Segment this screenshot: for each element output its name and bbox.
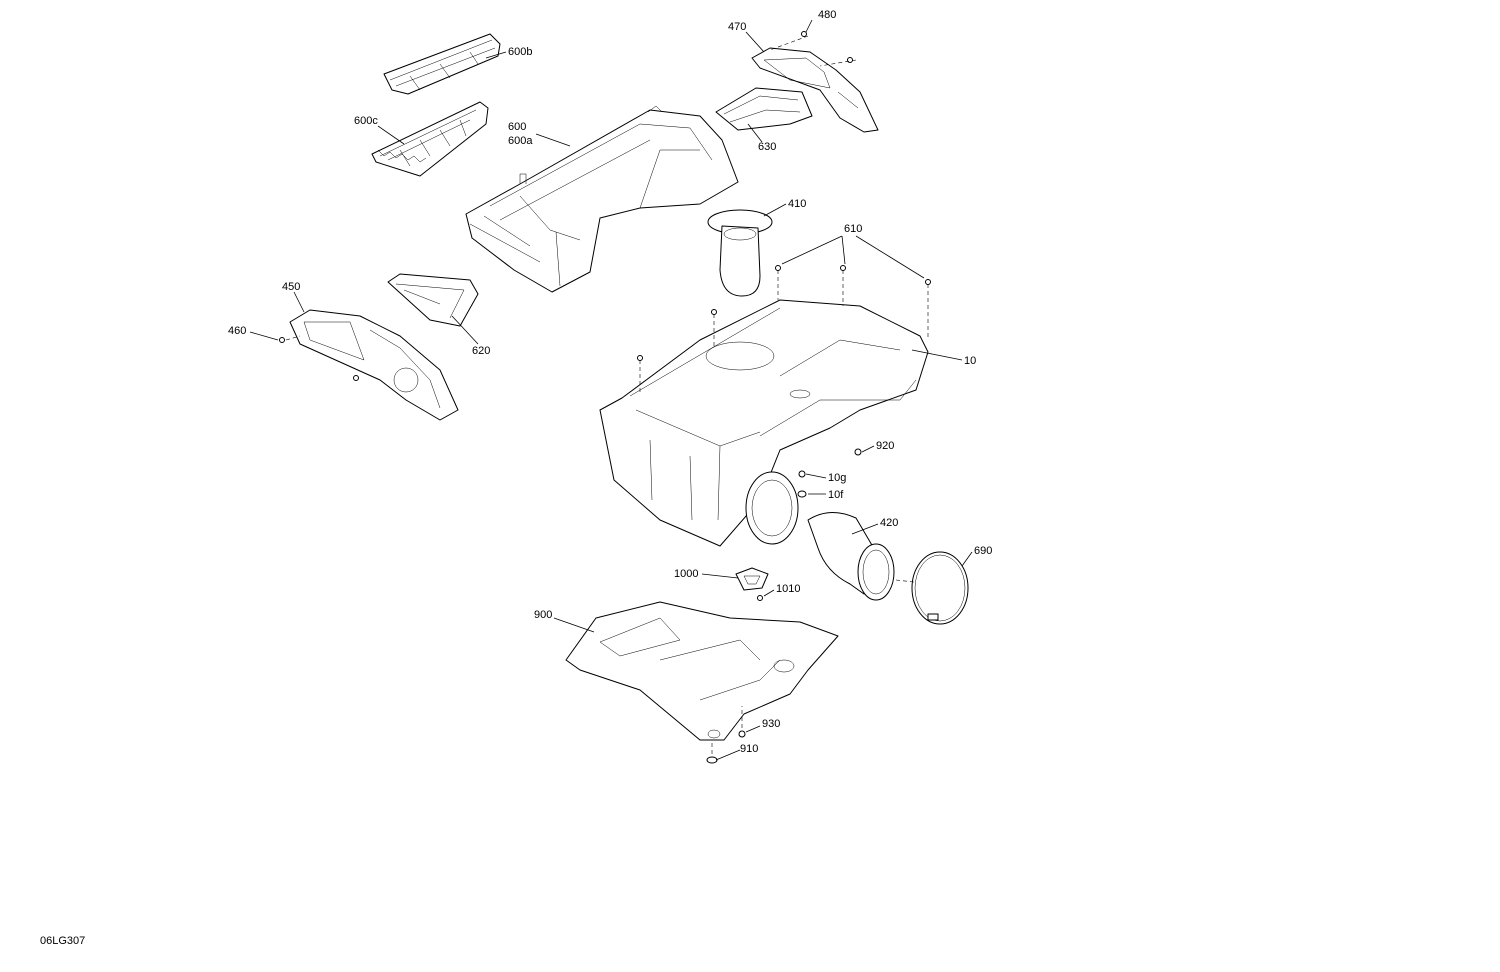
part-610[interactable] bbox=[637, 265, 931, 361]
callout-420[interactable]: 420 bbox=[880, 517, 898, 529]
part-600b[interactable] bbox=[383, 33, 501, 95]
callout-600b[interactable]: 600b bbox=[508, 46, 532, 58]
callout-10[interactable]: 10 bbox=[964, 355, 976, 367]
part-620[interactable] bbox=[387, 273, 479, 327]
part-410[interactable] bbox=[707, 209, 773, 297]
part-900[interactable] bbox=[565, 601, 839, 741]
callout-920[interactable]: 920 bbox=[876, 440, 894, 452]
leader-lines bbox=[249, 19, 973, 761]
callout-10g[interactable]: 10g bbox=[828, 472, 846, 484]
part-600c[interactable] bbox=[371, 101, 489, 177]
callout-1010[interactable]: 1010 bbox=[776, 583, 800, 595]
part-10[interactable] bbox=[599, 299, 929, 547]
callout-labels: 480 470 600b 600c 600 600a 630 410 610 4… bbox=[228, 9, 992, 755]
part-10g[interactable] bbox=[798, 470, 806, 478]
callout-1000[interactable]: 1000 bbox=[674, 568, 698, 580]
part-10f[interactable] bbox=[797, 490, 807, 498]
callout-460[interactable]: 460 bbox=[228, 325, 246, 337]
callout-610[interactable]: 610 bbox=[844, 223, 862, 235]
callout-930[interactable]: 930 bbox=[762, 718, 780, 730]
part-470[interactable] bbox=[751, 47, 879, 133]
callout-900[interactable]: 900 bbox=[534, 609, 552, 621]
callout-410[interactable]: 410 bbox=[788, 198, 806, 210]
part-1010[interactable] bbox=[757, 595, 763, 601]
part-420[interactable] bbox=[807, 512, 895, 601]
part-910[interactable] bbox=[706, 756, 718, 764]
part-690[interactable] bbox=[911, 551, 969, 625]
explosion-lines bbox=[285, 35, 929, 754]
callout-630[interactable]: 630 bbox=[758, 141, 776, 153]
part-600[interactable] bbox=[465, 105, 739, 293]
part-930[interactable] bbox=[738, 730, 746, 738]
callout-470[interactable]: 470 bbox=[728, 21, 746, 33]
part-460[interactable] bbox=[279, 337, 359, 381]
callout-600c[interactable]: 600c bbox=[354, 115, 378, 127]
callout-690[interactable]: 690 bbox=[974, 545, 992, 557]
part-450[interactable] bbox=[289, 309, 459, 421]
callout-600[interactable]: 600 bbox=[508, 121, 526, 133]
callout-10f[interactable]: 10f bbox=[828, 489, 844, 501]
callout-450[interactable]: 450 bbox=[282, 281, 300, 293]
part-630[interactable] bbox=[715, 87, 813, 131]
part-1000[interactable] bbox=[735, 567, 769, 591]
callout-480[interactable]: 480 bbox=[818, 9, 836, 21]
callout-910[interactable]: 910 bbox=[740, 743, 758, 755]
part-920[interactable] bbox=[854, 448, 862, 456]
callout-600a[interactable]: 600a bbox=[508, 135, 533, 147]
part-480[interactable] bbox=[801, 31, 853, 63]
callout-620[interactable]: 620 bbox=[472, 345, 490, 357]
drawing-id: 06LG307 bbox=[40, 935, 85, 947]
